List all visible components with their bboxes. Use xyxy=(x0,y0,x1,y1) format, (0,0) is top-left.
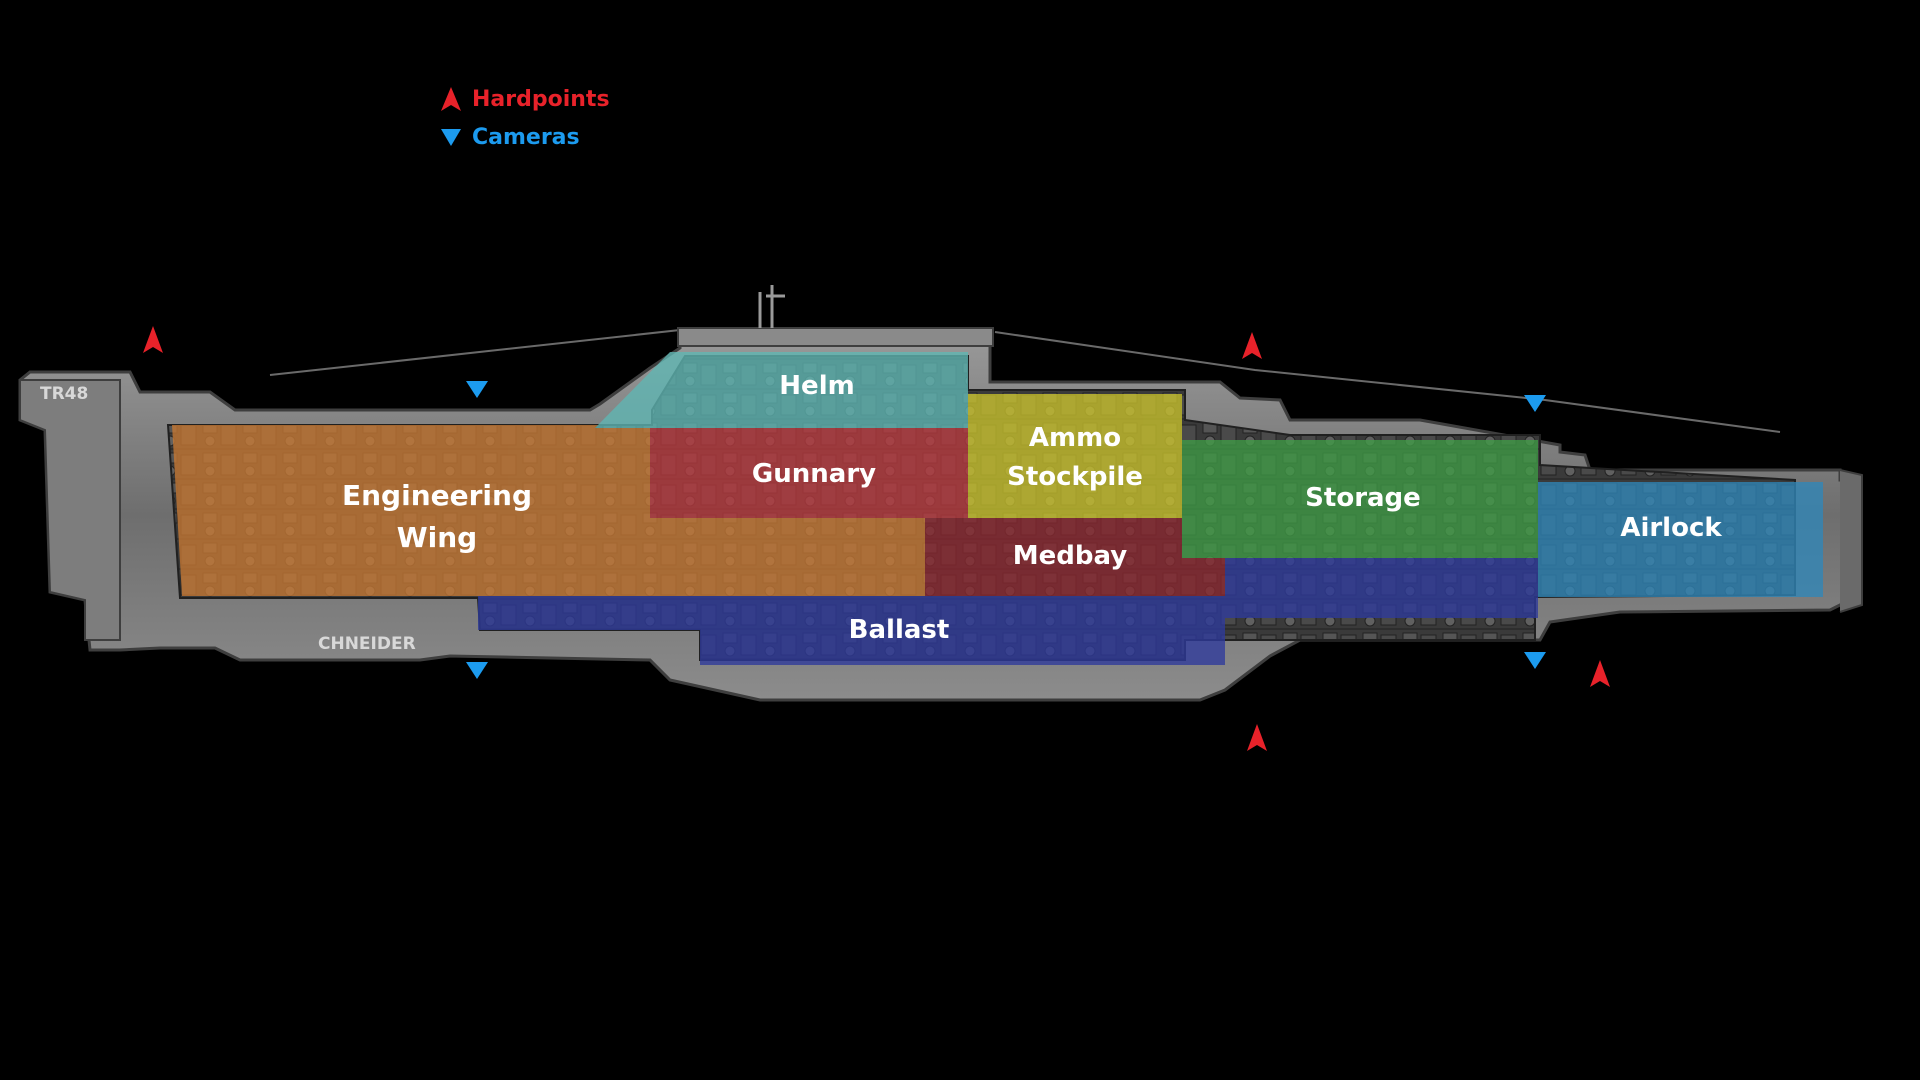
bow-marking: TR48 xyxy=(40,384,88,404)
stern-section xyxy=(19,379,121,641)
cameras xyxy=(466,381,1546,679)
camera-icon xyxy=(466,381,488,398)
label-storage: Storage xyxy=(1305,483,1421,513)
label-engineering-line1: Engineering xyxy=(342,479,532,512)
camera-icon xyxy=(1524,652,1546,669)
legend-hardpoints: Hardpoints xyxy=(440,80,610,118)
rigging-lines xyxy=(269,329,1781,433)
room-airlock xyxy=(1538,482,1823,597)
hardpoint-icon xyxy=(1247,724,1267,751)
room-gunnary xyxy=(650,428,968,518)
label-gunnary: Gunnary xyxy=(752,459,876,489)
rooms xyxy=(172,352,1823,665)
label-helm: Helm xyxy=(779,371,854,401)
conning-tower xyxy=(677,327,994,347)
mast-icon xyxy=(758,285,785,328)
label-medbay: Medbay xyxy=(1013,541,1127,571)
label-ammo-line2: Stockpile xyxy=(1007,462,1143,492)
hardpoints xyxy=(143,326,1610,751)
label-ballast: Ballast xyxy=(849,615,950,645)
camera-icon xyxy=(441,129,461,146)
label-ammo-line1: Ammo xyxy=(1029,423,1121,453)
room-labels: Engineering Wing Helm Gunnary Ammo Stock… xyxy=(342,371,1722,645)
hull-name-marking: CHNEIDER xyxy=(318,634,416,654)
room-engineering-wing xyxy=(172,425,925,596)
room-medbay xyxy=(925,518,1225,596)
room-ammo-stockpile xyxy=(968,394,1182,518)
room-helm xyxy=(595,352,968,428)
legend: Hardpoints Cameras xyxy=(440,80,610,156)
hardpoint-icon xyxy=(1242,332,1262,359)
room-ballast xyxy=(478,558,1538,665)
label-airlock: Airlock xyxy=(1620,513,1722,543)
room-storage xyxy=(1182,440,1538,558)
bow-cap xyxy=(1839,469,1863,613)
hardpoint-icon xyxy=(143,326,163,353)
hardpoint-icon xyxy=(1590,660,1610,687)
legend-cameras: Cameras xyxy=(440,118,610,156)
hardpoint-icon xyxy=(441,87,461,111)
label-engineering-line2: Wing xyxy=(397,521,477,554)
camera-icon xyxy=(466,662,488,679)
legend-cameras-label: Cameras xyxy=(472,124,580,150)
camera-icon xyxy=(1524,395,1546,412)
legend-hardpoints-label: Hardpoints xyxy=(472,86,610,112)
